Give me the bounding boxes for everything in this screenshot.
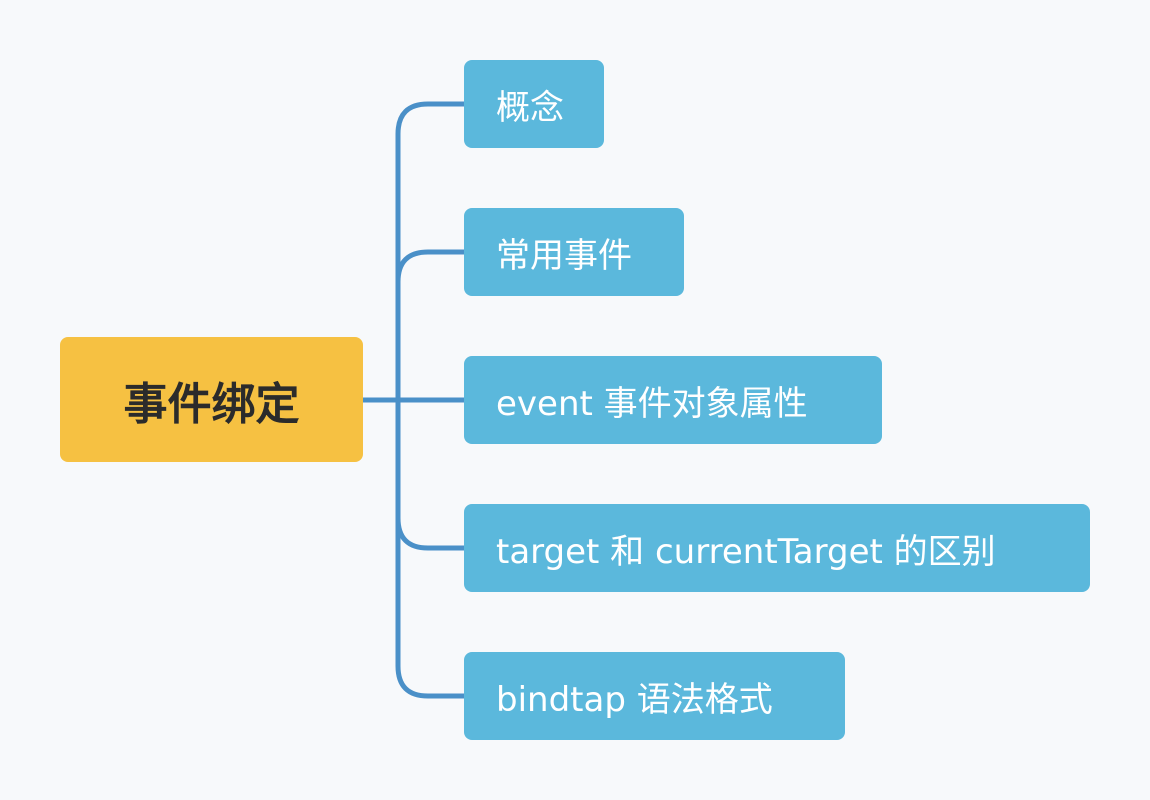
- subtopic-node-event-object-properties[interactable]: event 事件对象属性: [464, 356, 882, 444]
- subtopic-label: 概念: [496, 87, 564, 128]
- subtopic-node-bindtap-syntax[interactable]: bindtap 语法格式: [464, 652, 845, 740]
- connector-branch-3: [395, 397, 467, 551]
- subtopic-node-concept[interactable]: 概念: [464, 60, 604, 148]
- root-topic-node[interactable]: 事件绑定: [60, 337, 363, 462]
- subtopic-label: event 事件对象属性: [496, 383, 808, 424]
- root-topic-label: 事件绑定: [123, 378, 300, 430]
- subtopic-node-common-events[interactable]: 常用事件: [464, 208, 684, 296]
- subtopic-node-target-vs-currenttarget[interactable]: target 和 currentTarget 的区别: [464, 504, 1090, 592]
- connector-branch-1: [395, 249, 467, 403]
- connector-branch-4: [395, 397, 467, 699]
- connector-branch-0: [395, 101, 467, 403]
- subtopic-label: 常用事件: [496, 235, 632, 276]
- subtopic-label: bindtap 语法格式: [496, 679, 773, 720]
- subtopic-label: target 和 currentTarget 的区别: [496, 531, 996, 572]
